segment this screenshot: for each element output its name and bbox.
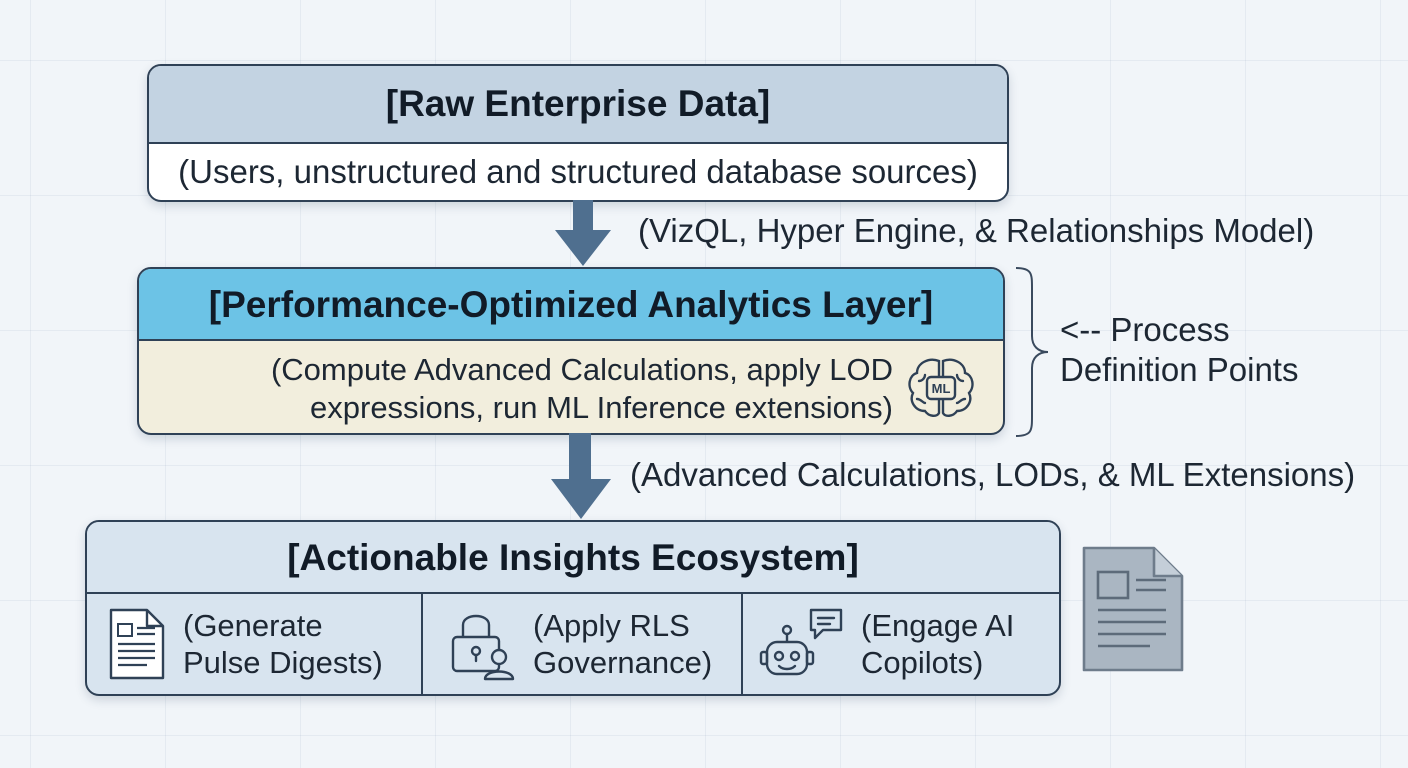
document-icon bbox=[109, 608, 165, 680]
brace-note-line-1: <-- Process bbox=[1060, 311, 1230, 348]
analytics-line-1: (Compute Advanced Calculations, apply LO… bbox=[270, 352, 893, 387]
analytics-line-2: expressions, run ML Inference extensions… bbox=[310, 390, 893, 425]
insight-item-line-1: (Apply RLS bbox=[533, 608, 690, 643]
report-document-icon bbox=[1082, 546, 1184, 672]
insight-item-pulse-digests: (Generate Pulse Digests) bbox=[87, 594, 423, 694]
insight-item-text: (Apply RLS Governance) bbox=[533, 607, 712, 681]
insights-title: [Actionable Insights Ecosystem] bbox=[87, 522, 1059, 594]
robot-chat-icon bbox=[759, 608, 843, 676]
raw-data-title: [Raw Enterprise Data] bbox=[149, 66, 1007, 144]
insight-item-rls-governance: (Apply RLS Governance) bbox=[423, 594, 743, 694]
insight-item-line-1: (Generate bbox=[183, 608, 323, 643]
down-arrow-2 bbox=[551, 433, 611, 519]
insight-item-ai-copilots: (Engage AI Copilots) bbox=[743, 594, 1059, 694]
connector-2-label: (Advanced Calculations, LODs, & ML Exten… bbox=[630, 456, 1356, 493]
analytics-layer-description: (Compute Advanced Calculations, apply LO… bbox=[139, 341, 893, 427]
bracket-brace bbox=[1015, 267, 1049, 437]
connector-1-label: (VizQL, Hyper Engine, & Relationships Mo… bbox=[638, 212, 1315, 249]
insights-items-row: (Generate Pulse Digests) (Apply RLS Gove… bbox=[87, 594, 1059, 694]
insights-ecosystem-box: [Actionable Insights Ecosystem] (Generat… bbox=[85, 520, 1061, 696]
analytics-layer-title: [Performance-Optimized Analytics Layer] bbox=[139, 269, 1003, 341]
ml-brain-icon: ML bbox=[908, 358, 974, 417]
raw-data-box: [Raw Enterprise Data] (Users, unstructur… bbox=[147, 64, 1009, 202]
insight-item-line-2: Governance) bbox=[533, 645, 713, 680]
lock-user-icon bbox=[451, 614, 515, 681]
brace-note-line-2: Definition Points bbox=[1060, 351, 1299, 388]
insight-item-line-1: (Engage AI bbox=[861, 608, 1015, 643]
insight-item-line-2: Pulse Digests) bbox=[183, 645, 383, 680]
insight-item-text: (Generate Pulse Digests) bbox=[183, 607, 383, 681]
analytics-layer-box: [Performance-Optimized Analytics Layer] … bbox=[137, 267, 1005, 435]
raw-data-subtitle: (Users, unstructured and structured data… bbox=[178, 153, 978, 190]
brace-note: <-- Process Definition Points bbox=[1060, 310, 1298, 390]
insight-item-text: (Engage AI Copilots) bbox=[861, 607, 1014, 681]
insight-item-line-2: Copilots) bbox=[861, 645, 984, 680]
down-arrow-1 bbox=[555, 200, 611, 266]
ml-badge-text: ML bbox=[932, 381, 951, 396]
